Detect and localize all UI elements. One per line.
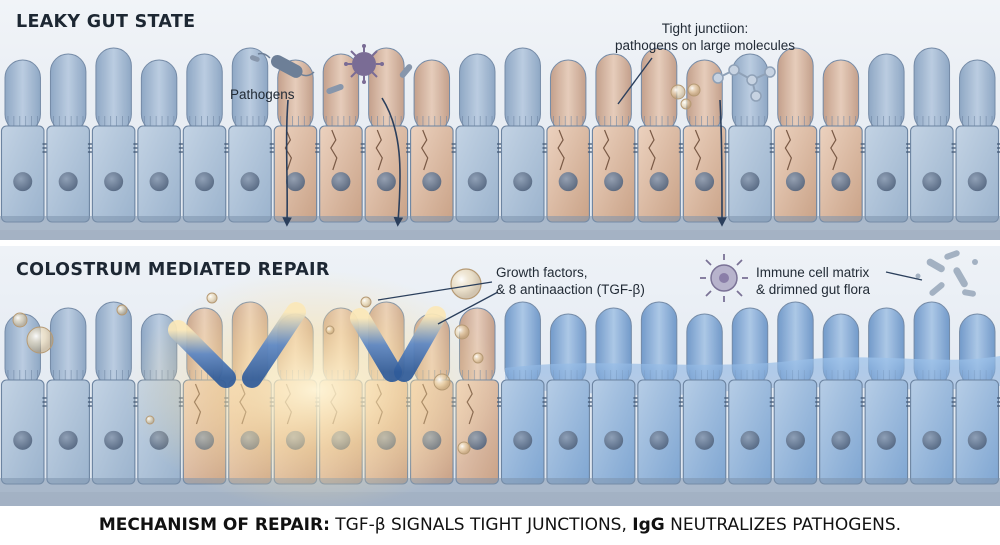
tight-junction-label-line1: Tight junctiion: xyxy=(661,21,749,36)
pathogens-label: Pathogens xyxy=(230,87,295,102)
pathogen-entry-arrow xyxy=(282,99,292,227)
bottom-panel-title: COLOSTRUM MEDIATED REPAIR xyxy=(16,260,330,280)
caption-part2: NEUTRALIZES PATHOGENS. xyxy=(664,515,902,535)
caption-igg: IgG xyxy=(632,515,665,535)
immune-cell-icon xyxy=(700,254,748,302)
growth-factor-pointer xyxy=(377,281,493,301)
top-panel-title: LEAKY GUT STATE xyxy=(16,12,196,32)
bottom-basement-membrane xyxy=(0,478,1000,492)
gut-flora-icon xyxy=(915,250,978,297)
tight-junction-pointer xyxy=(617,57,653,105)
mechanism-caption: MECHANISM OF REPAIR: TGF-β SIGNALS TIGHT… xyxy=(0,506,1000,545)
flora-pointer xyxy=(885,271,923,281)
virus-icon xyxy=(344,44,384,84)
growth-factor-bubbles xyxy=(12,268,484,455)
caption-part1: TGF-β SIGNALS TIGHT JUNCTIONS, xyxy=(329,515,633,535)
panel-divider xyxy=(0,240,1000,246)
pathogen-entry-arrow-2 xyxy=(381,97,404,227)
growth-factors-label-line2: & 8 antinaaction (TGF-β) xyxy=(496,282,645,297)
caption-lead: MECHANISM OF REPAIR: xyxy=(98,515,330,535)
growth-factors-label: Growth factors, & 8 antinaaction (TGF-β) xyxy=(496,264,645,298)
immune-matrix-label: Immune cell matrix & drimned gut flora xyxy=(756,264,870,298)
molecule-entry-arrow xyxy=(717,99,727,227)
immune-matrix-label-line2: & drimned gut flora xyxy=(756,282,871,297)
top-basement-membrane xyxy=(0,216,1000,230)
pathogen-rod-small-icon xyxy=(326,83,344,95)
growth-factors-label-line1: Growth factors, xyxy=(496,265,588,280)
tight-junction-label: Tight junctiion: pathogens on large mole… xyxy=(585,20,825,54)
molecule-spheres xyxy=(670,83,701,110)
antibody-igg-icon xyxy=(168,302,306,471)
repair-glow xyxy=(125,270,505,510)
pathogen-rod-icon xyxy=(257,52,315,78)
immune-matrix-label-line1: Immune cell matrix xyxy=(756,265,870,280)
antibody-igg-icon-2 xyxy=(350,306,446,473)
tight-junction-label-line2: pathogens on large molecules xyxy=(614,38,796,53)
